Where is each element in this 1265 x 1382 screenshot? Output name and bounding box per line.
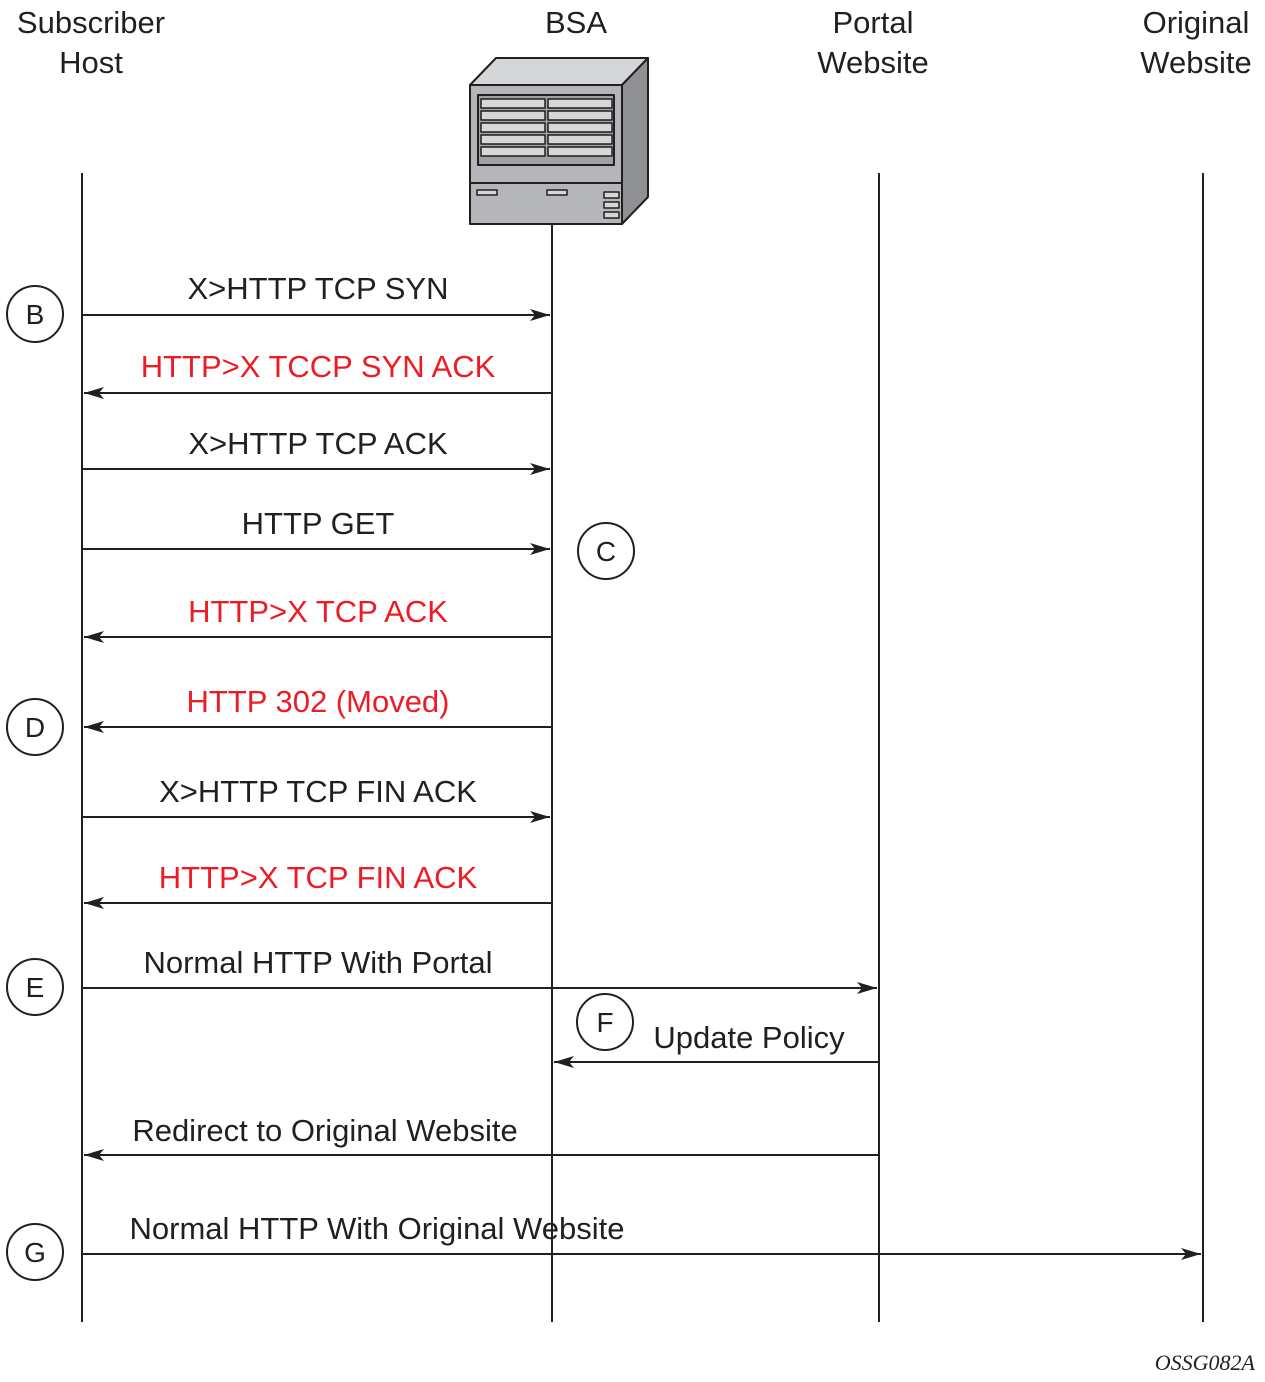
message-label-5: HTTP>X TCP ACK [188, 594, 448, 629]
step-marker-label-c: C [596, 536, 616, 567]
step-marker-g [6, 1223, 64, 1281]
participant-host-label-line2: Host [59, 45, 123, 80]
message-label-3: X>HTTP TCP ACK [188, 426, 448, 461]
participant-bsa-label: BSA [545, 5, 607, 40]
participant-original-label-line1: Original [1143, 5, 1250, 40]
message-label-2: HTTP>X TCCP SYN ACK [141, 349, 496, 384]
message-label-11: Redirect to Original Website [132, 1113, 517, 1148]
step-marker-label-g: G [24, 1237, 46, 1268]
step-marker-label-d: D [25, 712, 45, 743]
step-marker-label-f: F [596, 1007, 613, 1038]
figure-id: OSSG082A [1155, 1350, 1256, 1375]
step-marker-e [6, 958, 64, 1016]
step-marker-label-e: E [26, 972, 45, 1003]
step-marker-d [6, 698, 64, 756]
participant-original-label-line2: Website [1140, 45, 1251, 80]
step-marker-label-b: B [26, 299, 45, 330]
participant-portal-label-line2: Website [817, 45, 928, 80]
step-marker-f [576, 993, 634, 1051]
message-label-7: X>HTTP TCP FIN ACK [159, 774, 477, 809]
message-label-9: Normal HTTP With Portal [143, 945, 492, 980]
participant-host-label-line1: Subscriber [17, 5, 165, 40]
message-label-12: Normal HTTP With Original Website [130, 1211, 625, 1246]
step-marker-b [6, 285, 64, 343]
message-label-1: X>HTTP TCP SYN [187, 271, 448, 306]
message-label-10: Update Policy [653, 1020, 845, 1055]
router-chassis-icon [469, 57, 649, 225]
participant-portal-label-line1: Portal [833, 5, 914, 40]
step-marker-c [577, 522, 635, 580]
message-label-8: HTTP>X TCP FIN ACK [159, 860, 478, 895]
message-label-4: HTTP GET [242, 506, 395, 541]
message-label-6: HTTP 302 (Moved) [186, 684, 449, 719]
